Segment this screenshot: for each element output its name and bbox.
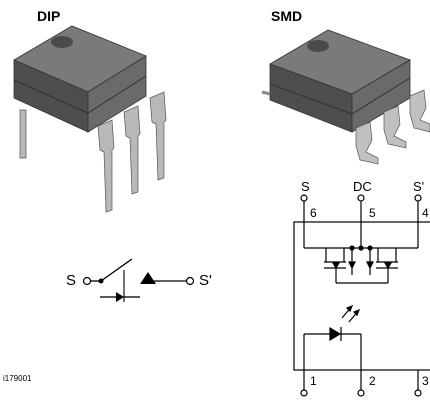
pin-6-label: 6 bbox=[310, 206, 317, 220]
pin-2-label: 2 bbox=[369, 374, 376, 388]
dip-leads-front bbox=[97, 91, 167, 213]
switch-blade bbox=[100, 258, 133, 282]
body-diode-icon bbox=[116, 292, 124, 302]
dip-notch bbox=[51, 36, 73, 48]
symbol-terminal-s: S bbox=[66, 272, 77, 289]
pin-1-label: 1 bbox=[310, 374, 317, 388]
pin-3-label: 3 bbox=[422, 374, 429, 388]
symbol-right-node bbox=[185, 276, 195, 286]
schematic-label-dc: DC bbox=[353, 179, 372, 194]
dip-label: DIP bbox=[37, 8, 61, 24]
figure-code: i179001 bbox=[3, 374, 32, 383]
schematic-label-s-prime: S' bbox=[413, 179, 425, 194]
pin-5-label: 5 bbox=[369, 206, 376, 220]
pin-4-label: 4 bbox=[422, 206, 429, 220]
schematic-label-s: S bbox=[301, 179, 310, 194]
mosfet-right bbox=[376, 248, 398, 283]
dip-body-side-right bbox=[87, 55, 147, 133]
light-arrows-icon bbox=[341, 304, 361, 323]
smd-leads bbox=[355, 89, 430, 165]
mosfet-left bbox=[324, 248, 346, 283]
smd-notch bbox=[307, 40, 329, 52]
smd-label: SMD bbox=[271, 8, 303, 24]
led-diode-icon bbox=[303, 326, 362, 370]
symbol-terminal-s-prime: S' bbox=[199, 272, 212, 289]
dip-lead-back bbox=[19, 109, 27, 159]
schematic-package-outline bbox=[293, 221, 430, 371]
